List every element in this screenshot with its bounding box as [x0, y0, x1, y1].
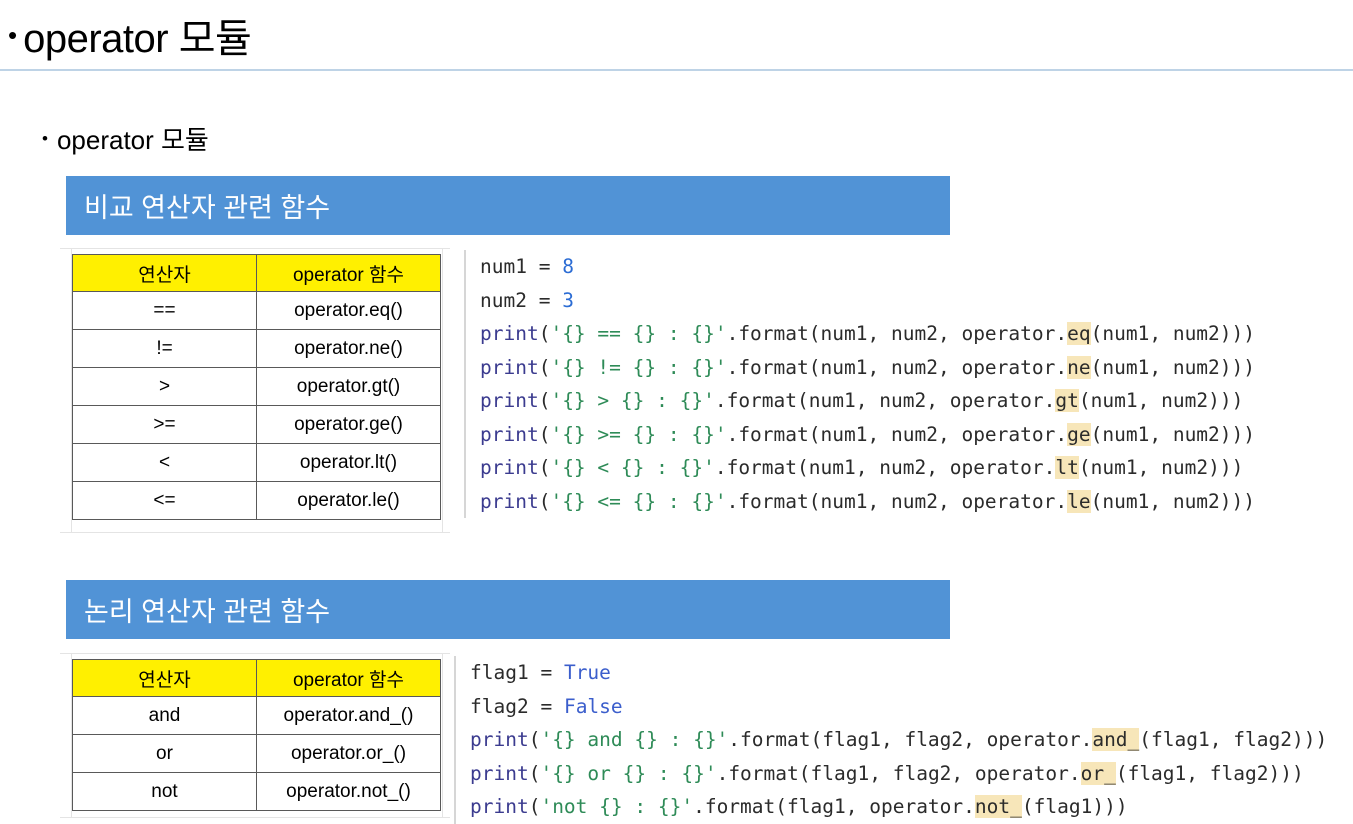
table-row: < operator.lt()	[72, 443, 441, 482]
code-line: print('{} or {} : {}'.format(flag1, flag…	[470, 761, 1304, 785]
title-bullet-icon: •	[8, 20, 18, 50]
table-row: <= operator.le()	[72, 481, 441, 520]
table-row: != operator.ne()	[72, 329, 441, 368]
cell-operator: !=	[72, 329, 257, 368]
cell-function: operator.lt()	[256, 443, 441, 482]
title-divider	[0, 69, 1353, 71]
cell-operator: <	[72, 443, 257, 482]
code-line: print('{} == {} : {}'.format(num1, num2,…	[480, 322, 1256, 345]
section-banner-compare: 비교 연산자 관련 함수	[66, 176, 950, 235]
sub-bullet-icon: •	[42, 129, 48, 148]
section-banner-logic-label: 논리 연산자 관련 함수	[84, 597, 331, 627]
table-row: or operator.or_()	[72, 734, 441, 773]
cell-operator: >=	[72, 405, 257, 444]
cell-operator: >	[72, 367, 257, 406]
code-line: flag1 = True	[470, 661, 611, 684]
code-line: print('{} > {} : {}'.format(num1, num2, …	[480, 389, 1244, 412]
cell-function: operator.le()	[256, 481, 441, 520]
sub-bullet-label: operator 모듈	[56, 125, 209, 155]
subsection-bullet: • operator 모듈	[42, 120, 209, 157]
table-header-function: operator 함수	[256, 254, 441, 292]
code-line: print('{} and {} : {}'.format(flag1, fla…	[470, 728, 1328, 751]
cell-function: operator.ge()	[256, 405, 441, 444]
table-row: == operator.eq()	[72, 291, 441, 330]
code-line: print('{} >= {} : {}'.format(num1, num2,…	[480, 422, 1256, 446]
cell-operator: or	[72, 734, 257, 773]
code-snippet-compare: num1 = 8 num2 = 3 print('{} == {} : {}'.fo…	[464, 250, 1255, 518]
cell-operator: not	[72, 772, 257, 811]
table-row: >= operator.ge()	[72, 405, 441, 444]
table-row: > operator.gt()	[72, 367, 441, 406]
code-line: print('not {} : {}'.format(flag1, operat…	[470, 795, 1128, 818]
code-line: print('{} < {} : {}'.format(num1, num2, …	[480, 456, 1244, 479]
code-line: print('{} <= {} : {}'.format(num1, num2,…	[480, 489, 1256, 513]
code-line: num1 = 8	[480, 255, 574, 278]
cell-function: operator.or_()	[256, 734, 441, 773]
cell-operator: and	[72, 696, 257, 735]
section-banner-logic: 논리 연산자 관련 함수	[66, 580, 950, 639]
code-line: num2 = 3	[480, 288, 574, 312]
cell-function: operator.not_()	[256, 772, 441, 811]
section-banner-compare-label: 비교 연산자 관련 함수	[84, 193, 331, 223]
table-header-operator: 연산자	[72, 659, 257, 697]
cell-operator: <=	[72, 481, 257, 520]
cell-function: operator.eq()	[256, 291, 441, 330]
table-row: not operator.not_()	[72, 772, 441, 811]
cell-function: operator.and_()	[256, 696, 441, 735]
table-header-function: operator 함수	[256, 659, 441, 697]
cell-function: operator.ne()	[256, 329, 441, 368]
table-header-row: 연산자 operator 함수	[72, 659, 441, 697]
table-row: and operator.and_()	[72, 696, 441, 735]
code-line: print('{} != {} : {}'.format(num1, num2,…	[480, 355, 1256, 379]
code-snippet-logic: flag1 = True flag2 = False print('{} and {…	[454, 656, 1327, 824]
operator-table-logic: 연산자 operator 함수 and operator.and_() or o…	[72, 659, 441, 811]
code-line: flag2 = False	[470, 694, 623, 718]
table-header-operator: 연산자	[72, 254, 257, 292]
page-title: • operator 모듈	[0, 0, 1353, 70]
operator-table-compare: 연산자 operator 함수 == operator.eq() != oper…	[72, 254, 441, 520]
table-header-row: 연산자 operator 함수	[72, 254, 441, 292]
page-title-text: operator 모듈	[23, 17, 252, 61]
cell-operator: ==	[72, 291, 257, 330]
cell-function: operator.gt()	[256, 367, 441, 406]
